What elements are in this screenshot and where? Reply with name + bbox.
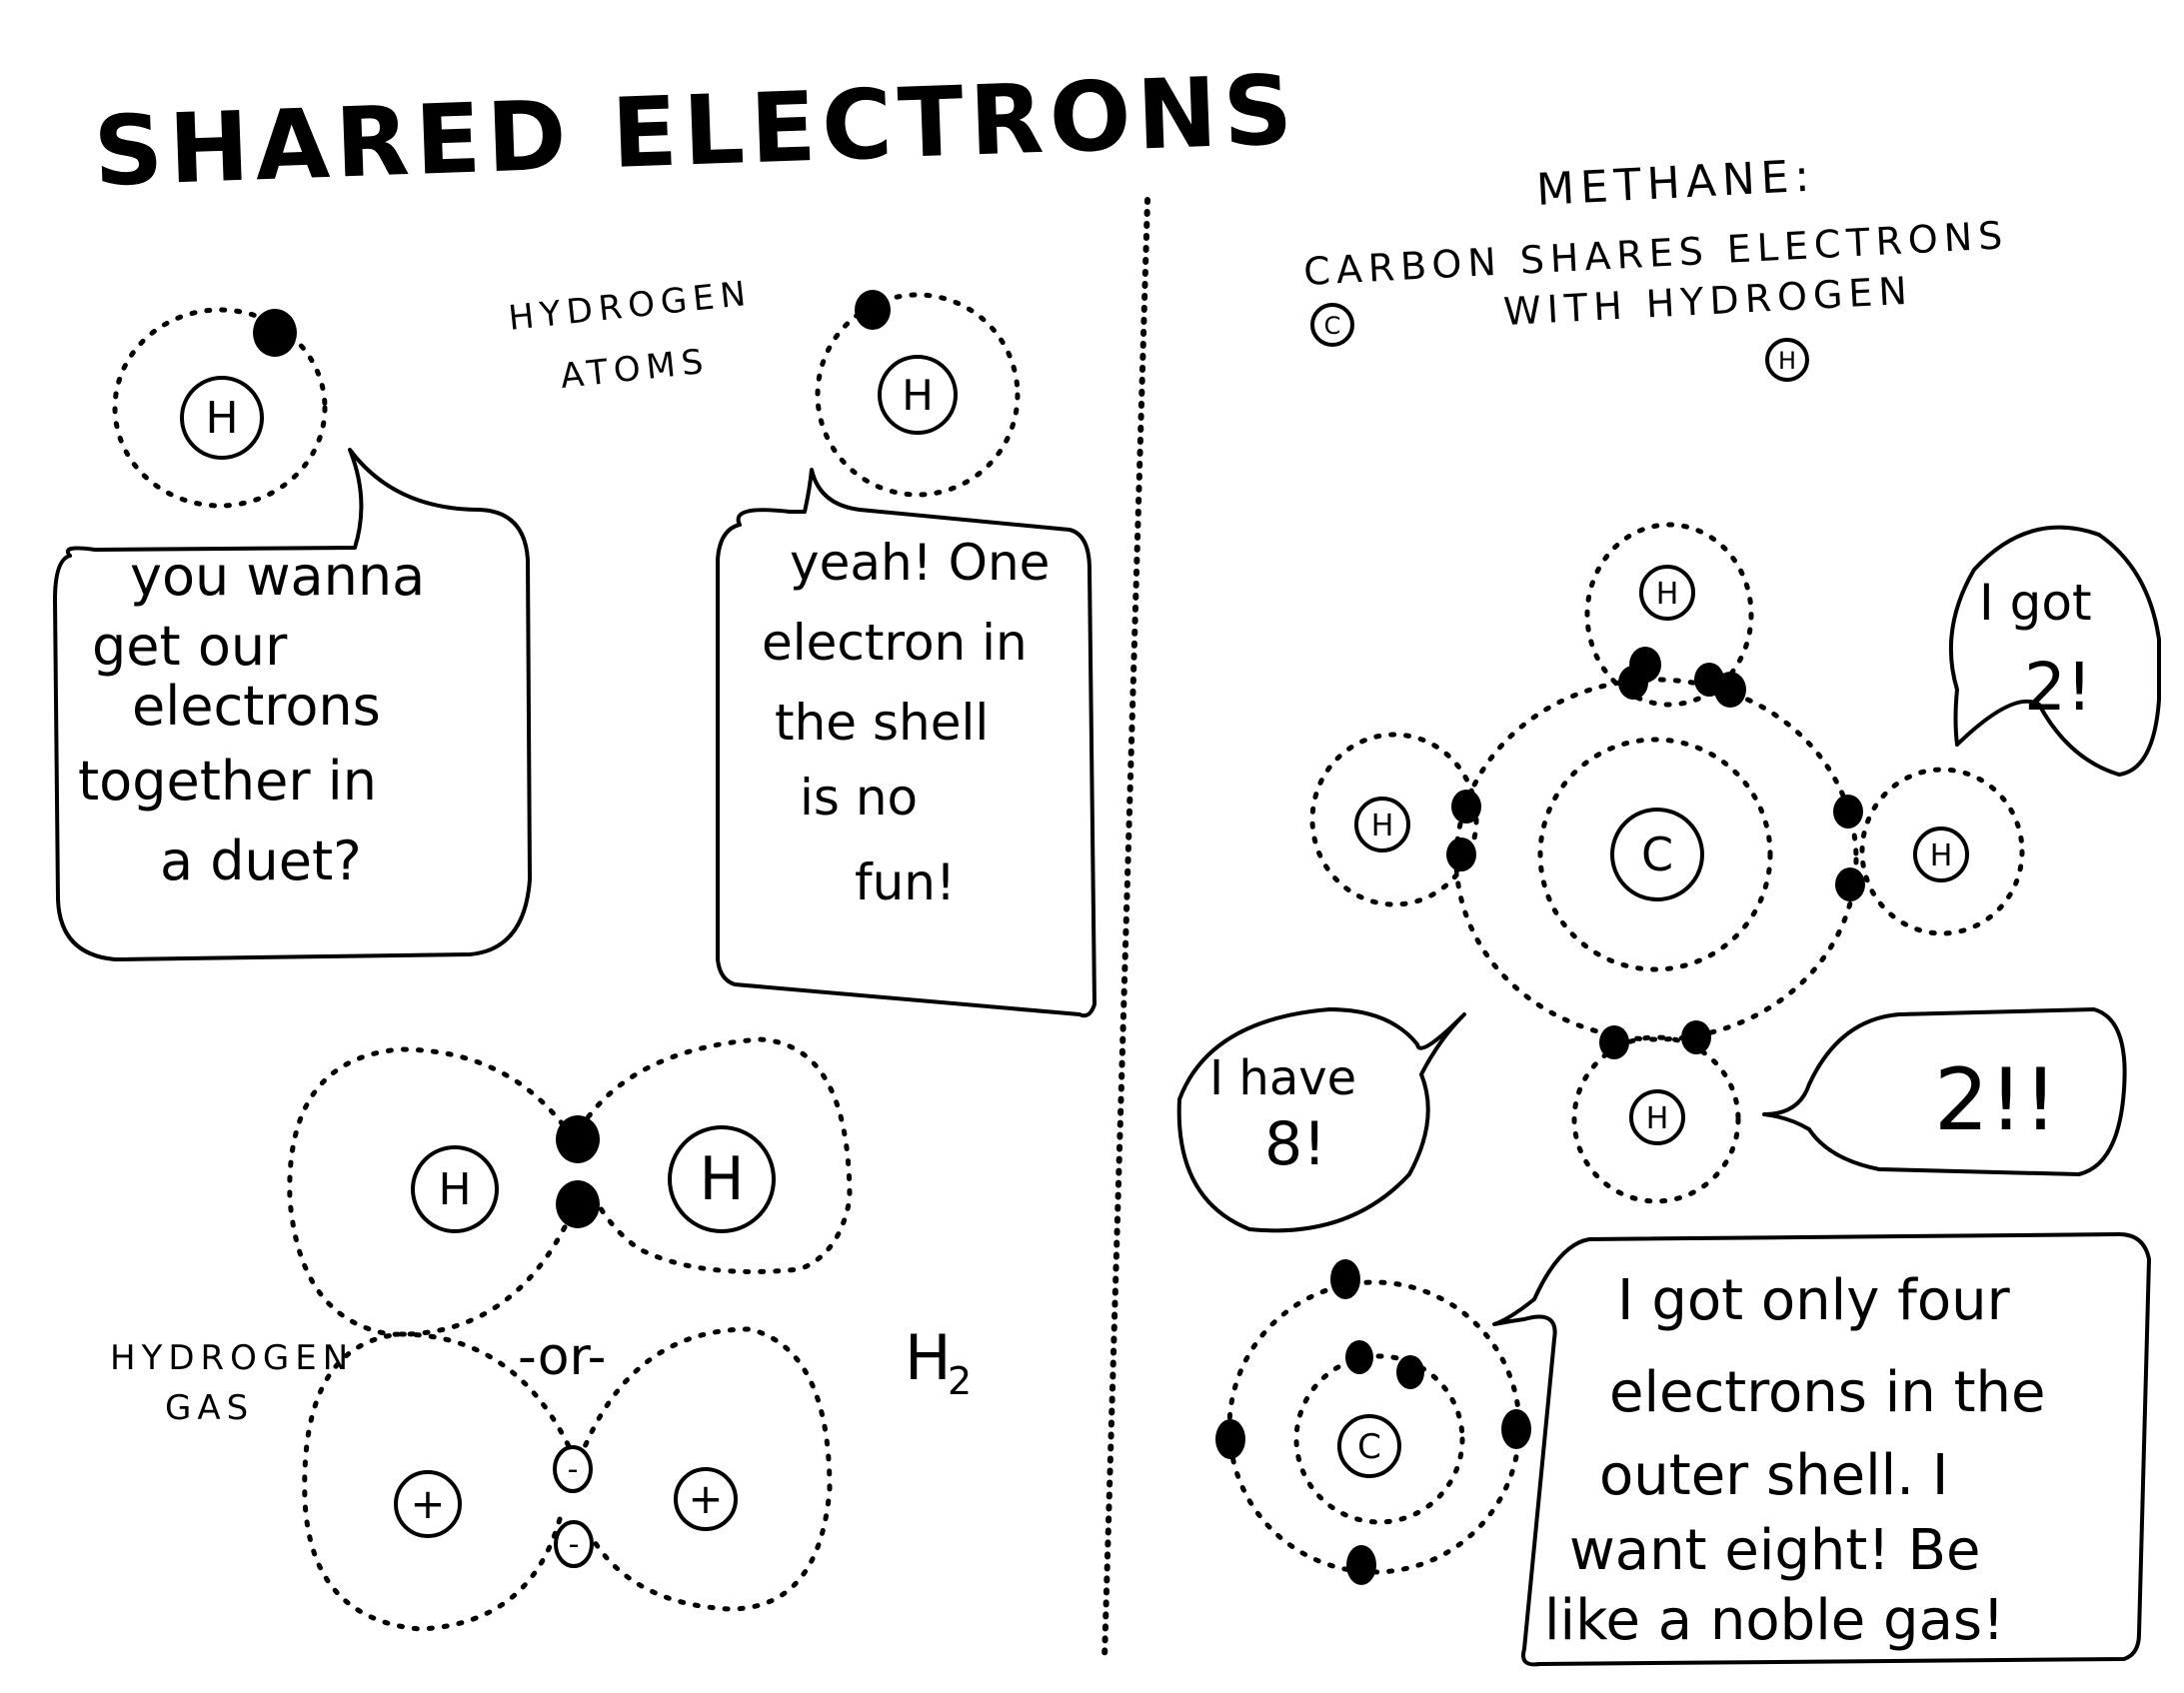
svg-text:+: +	[410, 1479, 445, 1528]
svg-text:H: H	[1656, 577, 1679, 612]
carbon-atom: C	[1215, 1259, 1531, 1585]
svg-text:like a noble gas!: like a noble gas!	[1544, 1588, 2005, 1653]
hydrogen-atoms-label: HYDROGEN ATOMS	[507, 274, 754, 397]
shared-electron	[1835, 867, 1865, 901]
outer-electron	[1215, 1419, 1245, 1459]
electron-charge	[553, 1445, 593, 1493]
panel-divider	[1101, 197, 1150, 1662]
svg-text:GAS: GAS	[165, 1388, 254, 1428]
electron-charge	[554, 1520, 594, 1568]
svg-text:electron in: electron in	[762, 614, 1028, 672]
svg-text:H: H	[905, 1321, 952, 1394]
hydrogen-nucleus	[878, 355, 958, 435]
svg-text:I got only four: I got only four	[1617, 1268, 2011, 1333]
carbon-outer-shell	[1453, 677, 1859, 1042]
speech-bubble-duet: you wanna get our electrons together in …	[53, 448, 532, 961]
proton	[674, 1467, 738, 1531]
svg-text:2!!: 2!!	[1934, 1050, 2058, 1150]
speech-bubble-no-fun: yeah! One electron in the shell is no fu…	[716, 468, 1096, 1018]
shared-electron	[1451, 790, 1481, 824]
hydrogen-atom-right: H	[815, 290, 1021, 498]
svg-text:H: H	[205, 393, 238, 444]
svg-text:outer shell. I: outer shell. I	[1599, 1443, 1948, 1508]
hydrogen-nucleus	[668, 1125, 776, 1233]
svg-text:electrons: electrons	[132, 675, 381, 738]
speech-bubble-got-2: I got 2!	[1948, 525, 2161, 777]
speech-bubble-2-bang: 2!!	[1762, 1007, 2127, 1176]
h2-formula: H 2	[905, 1321, 972, 1403]
svg-text:HYDROGEN: HYDROGEN	[507, 274, 754, 339]
svg-text:C: C	[1324, 312, 1341, 340]
hydrogen-nucleus	[1913, 827, 1969, 882]
svg-text:C: C	[1357, 1427, 1381, 1467]
speech-bubble-have-8: I have 8!	[1176, 1007, 1466, 1233]
page-title: SHARED ELECTRONS	[92, 54, 1300, 208]
svg-text:I have: I have	[1209, 1050, 1356, 1106]
svg-text:C: C	[1641, 828, 1673, 881]
shared-electron	[556, 1180, 600, 1228]
svg-text:HYDROGEN: HYDROGEN	[110, 1338, 354, 1378]
shared-electron	[1833, 795, 1863, 829]
hydrogen-symbol-legend: H	[1765, 338, 1809, 382]
shared-electron	[1618, 666, 1648, 700]
svg-text:2!: 2!	[2024, 649, 2092, 726]
svg-text:H: H	[438, 1164, 471, 1215]
svg-text:H: H	[1778, 347, 1796, 375]
hydrogen-gas-label: HYDROGEN GAS	[110, 1338, 354, 1428]
svg-text:a duet?: a duet?	[160, 830, 362, 892]
svg-text:together in: together in	[78, 750, 377, 813]
svg-text:8!: 8!	[1264, 1109, 1326, 1179]
svg-text:H: H	[699, 1144, 744, 1214]
h2-molecule-charge-model: + + - -	[302, 1326, 833, 1632]
svg-text:you wanna: you wanna	[130, 545, 425, 608]
carbon-inner-shell	[1537, 737, 1773, 972]
hydrogen-nucleus	[1629, 1089, 1685, 1145]
svg-text:+: +	[688, 1474, 723, 1523]
svg-text:get our: get our	[92, 615, 288, 678]
svg-text:H: H	[1930, 839, 1953, 873]
shared-electron	[1599, 1025, 1629, 1059]
carbon-nucleus	[1610, 808, 1704, 901]
speech-bubble-noble-gas: I got only four electrons in the outer s…	[1492, 1232, 2151, 1667]
svg-text:electrons in the: electrons in the	[1609, 1360, 2046, 1425]
hydrogen-nucleus	[411, 1145, 499, 1233]
hydrogen-atom-left: H	[112, 307, 328, 509]
svg-text:is no: is no	[800, 769, 918, 827]
outer-electron	[1330, 1259, 1360, 1299]
svg-text:2: 2	[948, 1359, 972, 1403]
svg-text:H: H	[1371, 809, 1394, 844]
svg-text:H: H	[902, 371, 934, 420]
methane-molecule: C H H H H	[1309, 522, 2025, 1204]
carbon-inner-shell	[1293, 1353, 1465, 1525]
carbon-symbol-legend: C	[1310, 303, 1354, 347]
proton	[394, 1470, 462, 1538]
carbon-nucleus	[1337, 1414, 1401, 1478]
svg-text:the shell: the shell	[775, 694, 989, 752]
hydrogen-nucleus	[1639, 565, 1695, 621]
shared-electron	[556, 1115, 600, 1163]
outer-electron	[1501, 1409, 1531, 1449]
inner-electron	[1345, 1340, 1373, 1374]
electron	[855, 290, 891, 330]
methane-heading: METHANE:	[1535, 150, 1817, 216]
shared-electron	[1694, 663, 1724, 697]
outer-electron	[1346, 1545, 1376, 1585]
shared-electron	[1446, 838, 1476, 871]
svg-text:want eight! Be: want eight! Be	[1569, 1518, 1981, 1583]
hydrogen-nucleus	[1354, 797, 1410, 852]
or-label: -or-	[518, 1327, 606, 1387]
svg-text:ATOMS: ATOMS	[559, 342, 711, 397]
svg-text:yeah! One: yeah! One	[790, 534, 1050, 592]
shared-electron	[1681, 1020, 1711, 1054]
svg-text:-: -	[569, 1527, 580, 1562]
h2-molecule-dot-model: H H	[287, 1036, 853, 1337]
inner-electron	[1396, 1355, 1424, 1389]
electron	[253, 309, 297, 357]
svg-text:I got: I got	[1979, 574, 2092, 632]
svg-text:-: -	[568, 1452, 579, 1487]
hydrogen-nucleus	[180, 376, 264, 460]
svg-text:H: H	[1646, 1101, 1669, 1136]
svg-text:fun!: fun!	[855, 853, 956, 911]
